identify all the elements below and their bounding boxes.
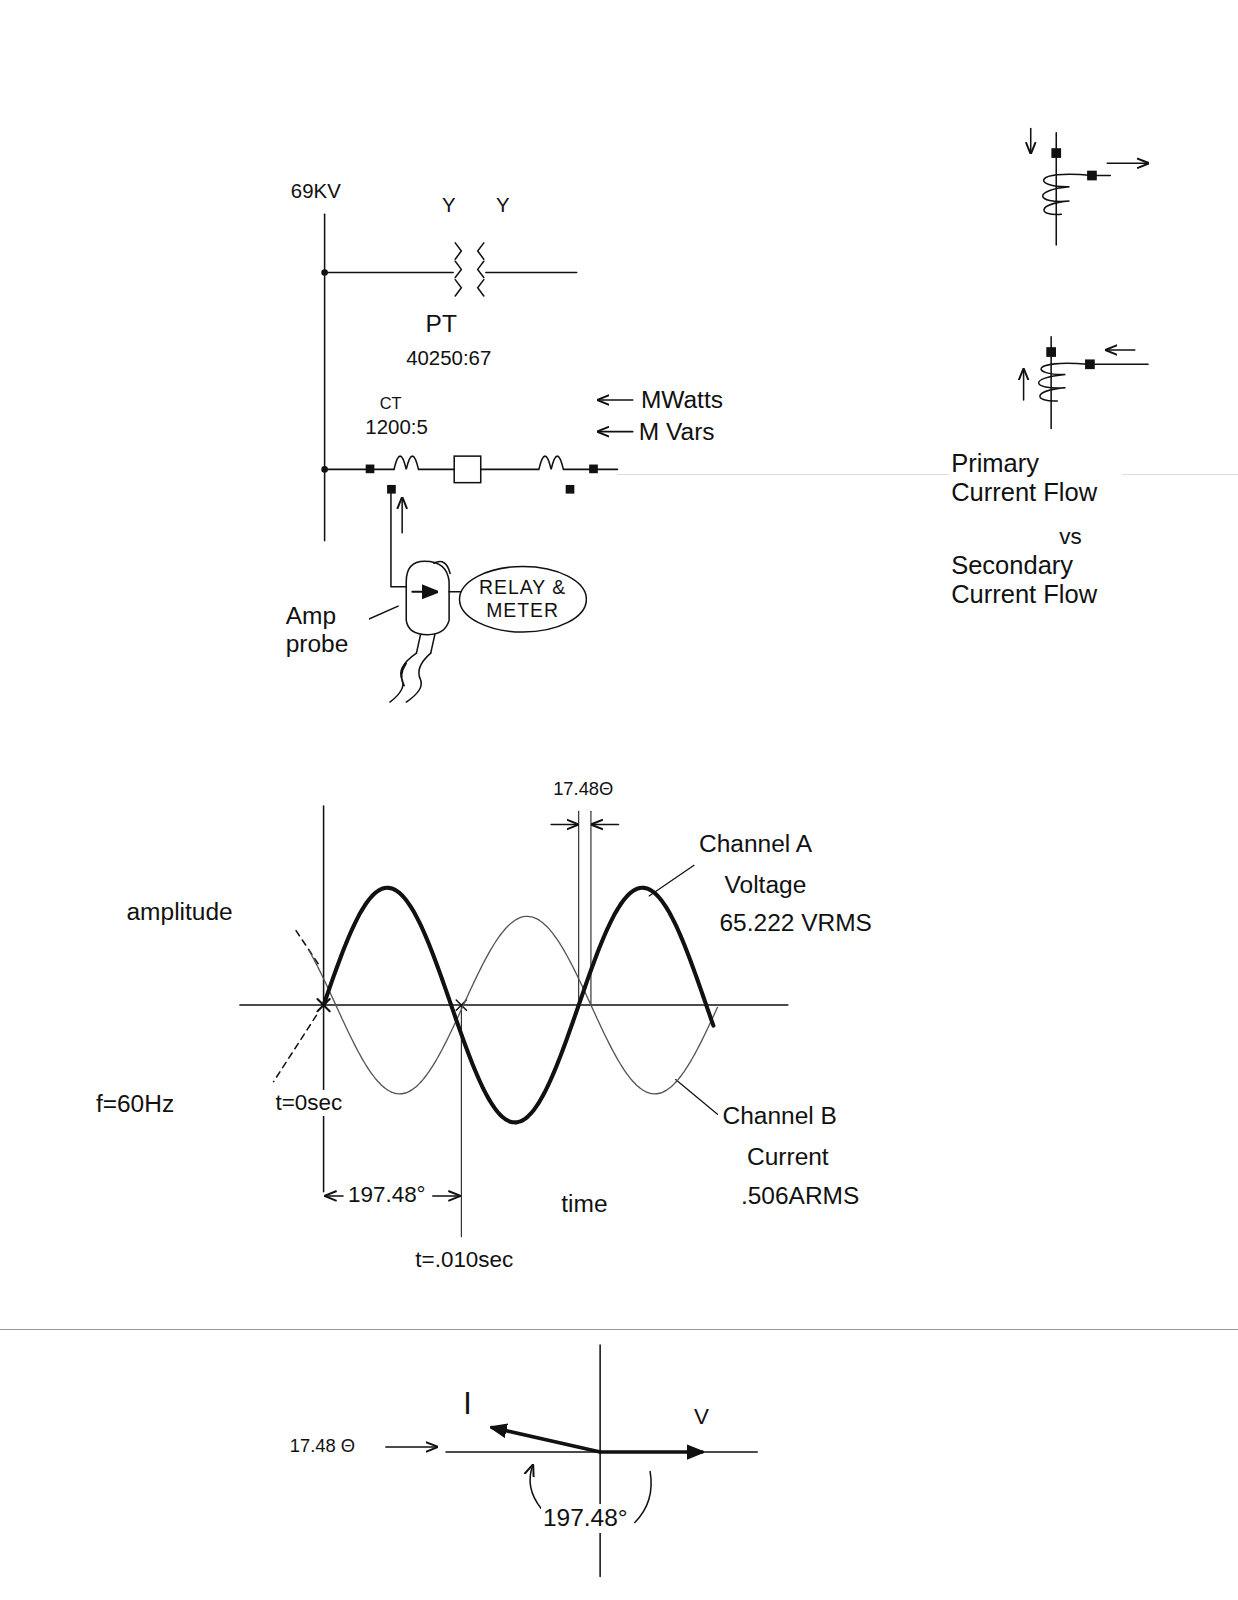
flow-arrow [1030,129,1032,153]
amp-probe [406,561,449,634]
probe-lead [449,591,461,593]
ct-coil [1039,363,1088,401]
faint-line [617,474,1237,475]
ellipse-shape [459,566,586,632]
polarity-mark [1086,360,1094,368]
amp-probe [416,635,434,653]
device-name: Amp probe [284,602,370,658]
leader-line [649,865,694,896]
ct-coil [1043,174,1092,214]
relay-meter-ellipse: RELAY & METER [458,565,588,634]
leader-line [274,1015,317,1081]
leader-line [296,931,318,965]
pt-winding [478,243,484,296]
channel-name: Channel A [697,830,814,858]
flow-label: M Vars [637,418,717,446]
axis-label: time [559,1190,609,1218]
note-text: Secondary Current Flow [949,551,1157,610]
polarity-mark [566,486,573,493]
dimension-arrow [326,1195,343,1197]
dimension-line [578,811,579,1005]
polarity-mark [590,465,597,472]
probe-arrow [412,591,436,593]
device-name: CT [378,394,404,413]
angle-label: 197.48° [346,1182,428,1208]
signal-name: Current [745,1143,831,1171]
node-label: RELAY & METER [476,576,570,623]
flow-arrow [1023,369,1025,400]
signal-name: Voltage [723,871,809,899]
ratio-label: 40250:67 [404,347,493,370]
time-label: t=.010sec [413,1247,515,1273]
channel-name: Channel B [721,1102,839,1130]
axis [599,1345,601,1577]
line-conductor [325,469,394,471]
flow-arrow [1107,162,1148,164]
angle-arc [635,1471,651,1522]
polarity-mark [1047,348,1055,356]
winding-code: Y [494,194,512,217]
angle-label: 197.48° [541,1504,630,1532]
voltage-level: 69KV [289,180,343,203]
ct-symbol [394,456,454,469]
dimension-arrow [592,824,619,826]
flow-label: MWatts [639,386,725,414]
device-name: PT [424,310,459,338]
voltage-wave [324,888,714,1123]
phasor-name: V [692,1404,711,1430]
current-arrow [401,498,403,533]
pt-winding [455,243,461,296]
current-wave [309,916,717,1093]
phasor-name: I [461,1386,474,1421]
measured-value: .506ARMS [739,1182,861,1210]
separator-line [0,1329,1238,1330]
probe-cable [390,653,431,702]
secondary-wire [391,493,408,587]
dimension-arrow [551,824,578,826]
angle-label: 17.48 Θ [288,1435,357,1456]
polarity-mark [1088,171,1096,179]
note-text: vs [1057,524,1083,550]
current-phasor [492,1428,600,1452]
polarity-mark [388,486,395,493]
angle-arc [530,1465,541,1508]
leader-arrow [386,1446,437,1448]
flow-arrow [598,399,633,401]
dimension-arrow [433,1195,460,1197]
flow-arrow [598,431,633,433]
ratio-label: 1200:5 [363,416,429,439]
measured-value: 65.222 VRMS [717,909,873,937]
angle-label: 17.48Θ [551,778,615,799]
polarity-mark [366,465,373,472]
axis-label: amplitude [125,898,235,926]
leader-line [676,1080,718,1115]
amp-probe [434,562,450,574]
bus-line [324,214,326,541]
polarity-mark [1052,149,1060,157]
secondary-lead [1088,364,1148,366]
pt-wire [325,272,454,274]
time-label: t=0sec [274,1090,345,1116]
pt-wire [486,272,577,274]
breaker-symbol [454,456,481,483]
voltage-phasor [600,1450,702,1454]
winding-code: Y [440,194,458,217]
frequency-label: f=60Hz [94,1090,176,1118]
flow-arrow [1106,349,1135,351]
note-text: Primary Current Flow [949,449,1121,508]
